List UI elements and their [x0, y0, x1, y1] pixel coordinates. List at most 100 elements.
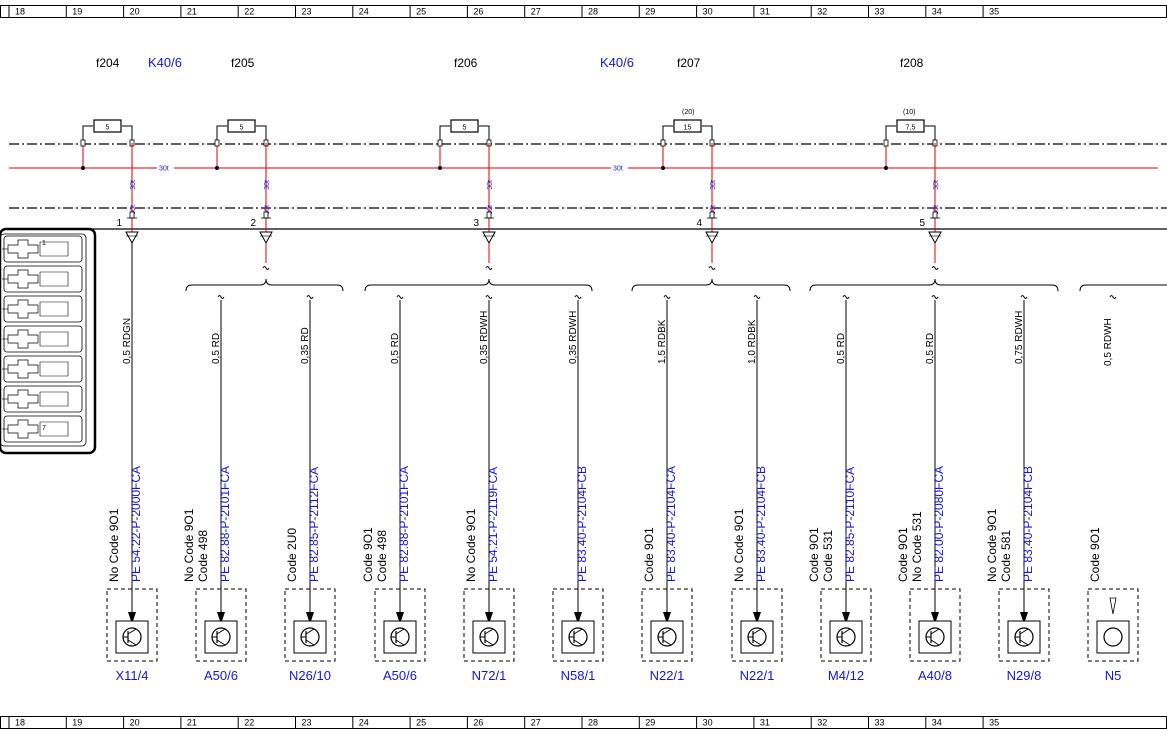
component-symbol: [293, 620, 327, 654]
ruler-number-23: 23: [302, 7, 312, 17]
wire-spec: 0,35 RDWH: [479, 311, 490, 364]
ruler-number-34: 34: [932, 718, 942, 728]
ruler-number-34: 34: [932, 7, 942, 17]
option-code: Code 498: [196, 530, 210, 582]
ruler-number-29: 29: [645, 718, 655, 728]
connector-slot: [2, 355, 83, 383]
component-symbol: [383, 620, 417, 654]
relay-label-k40-6-right: K40/6: [600, 55, 634, 70]
ruler-number-18: 18: [15, 718, 25, 728]
component-symbol: [115, 620, 149, 654]
component-symbol: [1007, 620, 1041, 654]
connector-slot: [2, 325, 83, 353]
component-box: [1087, 588, 1139, 662]
pe-reference: PE 82.85-P-2112FCA: [307, 467, 321, 582]
option-code: No Code 9O1: [732, 508, 746, 582]
component-box: [374, 588, 426, 662]
fuse-rating-f205: 5: [240, 125, 244, 132]
fuse-name-f205: f205: [231, 56, 255, 70]
component-symbol: [472, 620, 506, 654]
ruler-number-20: 20: [130, 718, 140, 728]
group-brace: [631, 278, 791, 292]
connector-slot: [2, 415, 83, 443]
fuse-name-f207: f207: [677, 56, 701, 70]
ruler-number-32: 32: [817, 718, 827, 728]
wire-spec: 0,35 RDWH: [568, 311, 579, 364]
ruler-number-25: 25: [416, 7, 426, 17]
wire-arrow: [931, 612, 939, 624]
fuse-element: [896, 119, 925, 133]
fuse-element: [227, 119, 256, 133]
component-symbol: [918, 620, 952, 654]
terminal-arrow: [928, 231, 942, 245]
wire-arrow: [217, 612, 225, 624]
connector-slot: [2, 235, 83, 263]
wire-spec: 0,5 RD: [836, 333, 847, 364]
group-brace: [809, 278, 1059, 292]
pe-reference: PE 83.40-P-2104FCB: [754, 466, 768, 582]
ruler-number-21: 21: [187, 7, 197, 17]
component-label: A40/8: [918, 668, 952, 683]
option-code: No Code 531: [910, 511, 924, 582]
connector-pin-7: 7: [42, 425, 46, 432]
ruler-number-27: 27: [531, 718, 541, 728]
ruler-number-26: 26: [473, 7, 483, 17]
group-brace: [1079, 284, 1167, 292]
component-label: M4/12: [828, 668, 864, 683]
drop-wire-label: 30t: [487, 180, 494, 190]
component-label: N22/1: [740, 668, 775, 683]
relay-label-k40-6-left: K40/6: [148, 55, 182, 70]
option-code: Code 9O1: [361, 527, 375, 582]
pe-reference: PE 83.40-P-2104FCB: [1021, 466, 1035, 582]
wire-spec: 0,5 RD: [390, 333, 401, 364]
component-box: [641, 588, 693, 662]
fuse-rating-f207: 15: [684, 125, 692, 132]
drop-wire-label: 30t: [933, 180, 940, 190]
ruler-number-19: 19: [72, 718, 82, 728]
pe-reference: PE 83.40-P-2104FCB: [575, 466, 589, 582]
connector-slot: [2, 265, 83, 293]
fuse-name-f204: f204: [96, 56, 120, 70]
component-box: [909, 588, 961, 662]
fuse-rating-f208: 7,5: [906, 125, 916, 132]
pe-reference: PE 82.85-P-2110FCA: [843, 467, 857, 582]
fuse-f204: 5: [80, 119, 135, 170]
group-brace: [364, 278, 593, 292]
option-code: Code 9O1: [896, 527, 910, 582]
component-symbol: [204, 620, 238, 654]
ruler-number-35: 35: [989, 7, 999, 17]
wire-arrow: [485, 612, 493, 624]
ruler-number-33: 33: [875, 718, 885, 728]
ruler-number-29: 29: [645, 7, 655, 17]
connector-housing: 17: [0, 227, 97, 455]
component-box: [463, 588, 515, 662]
fuse-name-f206: f206: [454, 56, 478, 70]
ruler-number-25: 25: [416, 718, 426, 728]
component-label: N29/8: [1007, 668, 1042, 683]
pin-number-2: 2: [250, 218, 256, 229]
pe-reference: PE 83.40-P-2104FCA: [664, 466, 678, 582]
pe-reference: PE 54.22-P-2000FCA: [129, 466, 143, 582]
fuse-element: [450, 119, 479, 133]
pe-reference: PE 54.21-P-2119FCA: [486, 467, 500, 582]
wire-arrow: [306, 612, 314, 624]
terminal-arrow: [125, 231, 139, 245]
fuse-rating-f204: 5: [106, 125, 110, 132]
drop-wire-label: 30t: [710, 205, 717, 215]
component-label: X11/4: [115, 668, 148, 683]
wire-spec: 1,5 RDBK: [657, 319, 668, 364]
bus-30t: 30t 30t: [9, 163, 1158, 173]
ruler-number-28: 28: [588, 718, 598, 728]
fuse-element: [93, 119, 122, 133]
component-symbol: [1096, 620, 1130, 654]
